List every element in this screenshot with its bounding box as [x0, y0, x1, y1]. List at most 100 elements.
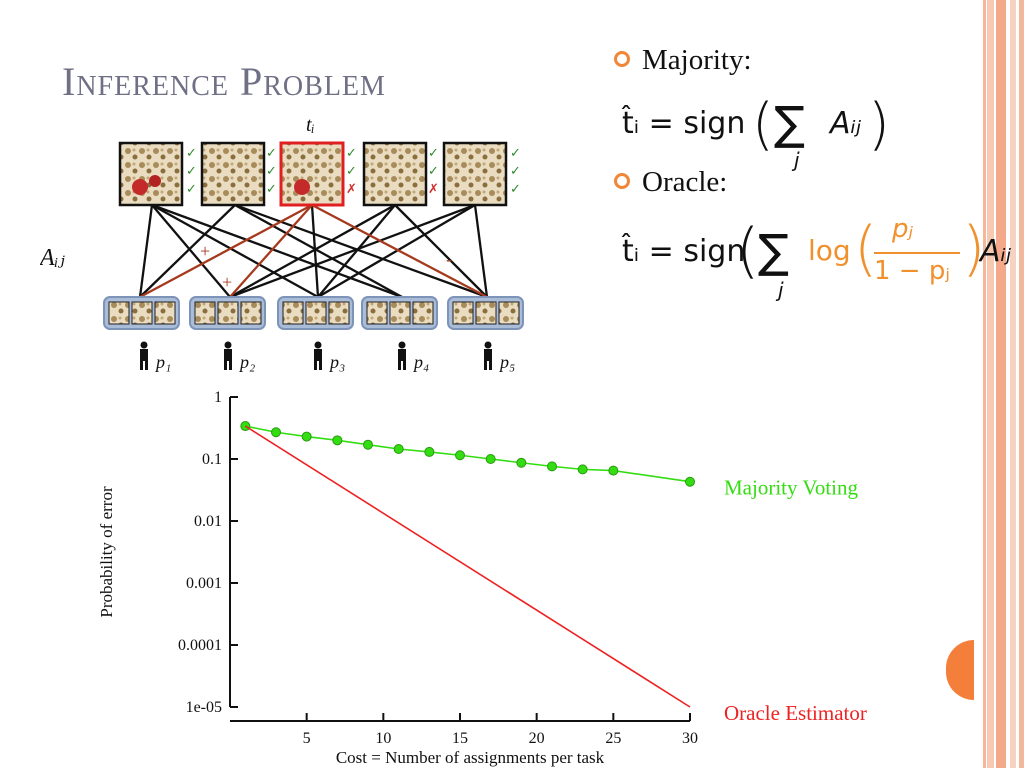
worker-label-2: p₂ [238, 352, 255, 372]
formula-oracle: t̂ᵢ = sign ( ∑ j log ( pⱼ 1 − pⱼ ) Aᵢⱼ [622, 212, 1022, 322]
bullet-dot-icon [614, 173, 630, 190]
person-icon [398, 341, 406, 370]
task-label: tᵢ [306, 114, 315, 136]
task-image [442, 141, 508, 207]
series-label-2: Oracle Estimator [724, 701, 867, 725]
check-mark: ✓ [186, 163, 197, 178]
edge-plus-label: + [222, 272, 232, 292]
formula-oracle-term: Aᵢⱼ [980, 234, 1012, 269]
check-mark: ✓ [186, 145, 197, 160]
data-point [271, 427, 281, 438]
edges-red [139, 203, 488, 299]
x-tick-label: 10 [375, 730, 391, 747]
series-line-2 [244, 425, 691, 708]
bullet-dot-icon [614, 51, 630, 68]
formula-oracle-sub: j [778, 278, 784, 302]
x-tick-label: 15 [452, 730, 468, 747]
worker-label-1: p₁ [154, 352, 171, 372]
bullet-majority-label: Majority: [642, 44, 752, 76]
sum-symbol: ∑ [774, 96, 805, 150]
check-mark: ✓ [346, 163, 357, 178]
check-mark: ✓ [510, 181, 521, 196]
check-mark: ✓ [428, 145, 439, 160]
formula-majority: t̂ᵢ = sign ( ∑ j Aᵢⱼ ) [622, 92, 902, 172]
data-point [393, 443, 404, 454]
check-mark: ✓ [266, 181, 277, 196]
edge-plus-label: + [200, 241, 210, 261]
formula-oracle-log: log [808, 234, 851, 267]
data-point [685, 476, 695, 487]
worker-label-3: p₃ [328, 352, 345, 372]
data-point [301, 431, 312, 442]
bullet-oracle: Oracle: [614, 166, 727, 199]
series-label-1: Majority Voting [724, 476, 858, 500]
check-mark: ✓ [266, 145, 277, 160]
edge-weight-label: Aᵢⱼ [40, 245, 65, 271]
slide-title: Inference Problem [62, 59, 386, 104]
bullet-majority: Majority: [614, 44, 752, 77]
check-mark: ✓ [428, 163, 439, 178]
formula-oracle-num: pⱼ [892, 214, 914, 244]
paren-close: ) [868, 92, 890, 157]
y-tick-label: 0.001 [186, 575, 222, 592]
data-point [577, 464, 588, 475]
stain-spot [132, 179, 148, 195]
edge-minus-label: - [446, 249, 452, 269]
y-tick-label: 1e-05 [186, 699, 222, 716]
data-point [547, 461, 557, 472]
formula-oracle-lhs: t̂ᵢ = sign [622, 234, 746, 269]
data-point [424, 446, 435, 457]
stain-spot [149, 175, 161, 187]
edges-black [138, 203, 489, 299]
paren-open: ( [736, 216, 760, 286]
check-mark: ✓ [510, 163, 521, 178]
bullet-oracle-label: Oracle: [642, 166, 728, 198]
y-tick-label: 0.0001 [178, 637, 222, 654]
data-point [455, 450, 465, 461]
person-icon [224, 341, 232, 370]
task-image-selected [279, 141, 345, 207]
data-point [363, 439, 373, 450]
data-point [608, 465, 619, 476]
paren-open-orange: ( [854, 214, 878, 284]
data-point [516, 457, 527, 468]
fraction-bar [874, 252, 960, 254]
vote-marks: ✓ ✓ ✓ ✓ ✓ ✓ ✓ ✓ ✗ ✓ ✓ ✗ ✓ ✓ ✓ [186, 145, 521, 196]
x-tick-label: 5 [303, 730, 311, 747]
paren-open: ( [752, 92, 774, 157]
task-image [200, 141, 266, 207]
error-probability-chart: 1 0.1 0.01 0.001 0.0001 1e-05 5 10 15 20 25 30Cost … [97, 389, 867, 767]
formula-majority-sub: j [794, 148, 800, 172]
x-tick-label: 20 [529, 730, 545, 747]
stain-spot [294, 179, 310, 195]
slide-tab-decoration [946, 640, 974, 700]
check-mark: ✓ [186, 181, 197, 196]
y-tick-label: 0.01 [194, 513, 222, 530]
x-tick-label: 30 [682, 730, 698, 747]
paren-close-orange: ) [962, 214, 986, 284]
x-axis-label: Cost = Number of assignments per task [336, 748, 605, 767]
worker-group [189, 296, 266, 330]
formula-oracle-den: 1 − pⱼ [874, 256, 950, 286]
worker-label-5: p₅ [498, 352, 515, 372]
task-image [362, 141, 428, 207]
cross-mark: ✗ [428, 181, 439, 196]
series-line-1 [245, 425, 691, 483]
task-images [118, 141, 508, 207]
y-tick-label: 0.1 [202, 451, 222, 468]
decorative-stripes [978, 0, 1024, 768]
person-icon [484, 341, 492, 370]
formula-majority-term: Aᵢⱼ [830, 106, 862, 141]
workers: p₁ p₂ p₃ p₄ p₅ [140, 341, 515, 372]
worker-groups [103, 296, 524, 330]
data-point [485, 454, 496, 464]
worker-group [447, 296, 524, 330]
worker-group [361, 296, 438, 330]
y-axis-label: Probability of error [97, 486, 116, 618]
x-tick-label: 25 [605, 730, 621, 747]
sum-symbol: ∑ [758, 224, 789, 278]
task-image [118, 141, 184, 207]
y-tick-label: 1 [214, 389, 222, 406]
data-point [332, 435, 343, 446]
worker-label-4: p₄ [412, 352, 429, 372]
